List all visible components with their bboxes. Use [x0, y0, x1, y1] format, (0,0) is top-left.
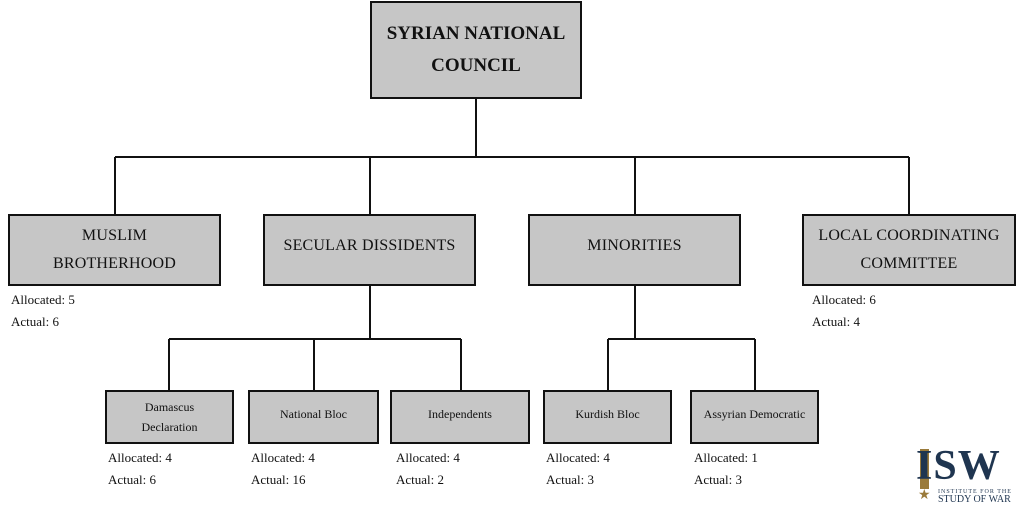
isw-logo: ISW ★ INSTITUTE FOR THE STUDY OF WAR	[916, 443, 1022, 505]
node-label: COMMITTEE	[860, 255, 958, 272]
node-label: MINORITIES	[587, 237, 682, 254]
allocated-assyrian: Allocated: 1	[694, 450, 758, 465]
allocated-local-coordinating: Allocated: 6	[812, 292, 876, 307]
actual-assyrian: Actual: 3	[694, 472, 743, 487]
node-label: Assyrian Democratic	[703, 407, 806, 421]
node-label: Independents	[428, 407, 492, 421]
node-national-bloc: National Bloc	[248, 390, 379, 444]
root-node: SYRIAN NATIONAL COUNCIL	[370, 1, 582, 99]
node-label: Damascus	[144, 400, 195, 414]
node-minorities: MINORITIES	[528, 214, 741, 286]
node-label: BROTHERHOOD	[52, 255, 177, 272]
allocated-independents: Allocated: 4	[396, 450, 460, 465]
node-label: SECULAR DISSIDENTS	[283, 237, 456, 254]
allocated-muslim-brotherhood: Allocated: 5	[11, 292, 75, 307]
node-independents: Independents	[390, 390, 530, 444]
actual-damascus: Actual: 6	[108, 472, 157, 487]
actual-local-coordinating: Actual: 4	[812, 314, 861, 329]
root-line1: SYRIAN NATIONAL	[386, 23, 566, 44]
node-damascus-declaration: Damascus Declaration	[105, 390, 234, 444]
actual-muslim-brotherhood: Actual: 6	[11, 314, 60, 329]
actual-national-bloc: Actual: 16	[251, 472, 306, 487]
logo-subtitle-line1: INSTITUTE FOR THE	[938, 489, 1012, 495]
node-label: Declaration	[141, 420, 198, 434]
node-secular-dissidents: SECULAR DISSIDENTS	[263, 214, 476, 286]
allocated-damascus: Allocated: 4	[108, 450, 172, 465]
node-local-coordinating-committee: LOCAL COORDINATING COMMITTEE	[802, 214, 1016, 286]
logo-pillar	[920, 449, 929, 489]
allocated-national-bloc: Allocated: 4	[251, 450, 315, 465]
star-icon: ★	[918, 488, 931, 503]
node-assyrian-democratic: Assyrian Democratic	[690, 390, 819, 444]
logo-mark: ISW	[916, 443, 1001, 489]
logo-subtitle-line2: STUDY OF WAR	[938, 494, 1011, 505]
actual-independents: Actual: 2	[396, 472, 445, 487]
node-label: MUSLIM	[81, 227, 148, 244]
allocated-kurdish-bloc: Allocated: 4	[546, 450, 610, 465]
actual-kurdish-bloc: Actual: 3	[546, 472, 595, 487]
node-label: National Bloc	[280, 407, 347, 421]
node-kurdish-bloc: Kurdish Bloc	[543, 390, 672, 444]
node-label: LOCAL COORDINATING	[818, 227, 1000, 244]
node-muslim-brotherhood: MUSLIM BROTHERHOOD	[8, 214, 221, 286]
node-label: Kurdish Bloc	[575, 407, 640, 421]
root-line2: COUNCIL	[431, 55, 521, 76]
